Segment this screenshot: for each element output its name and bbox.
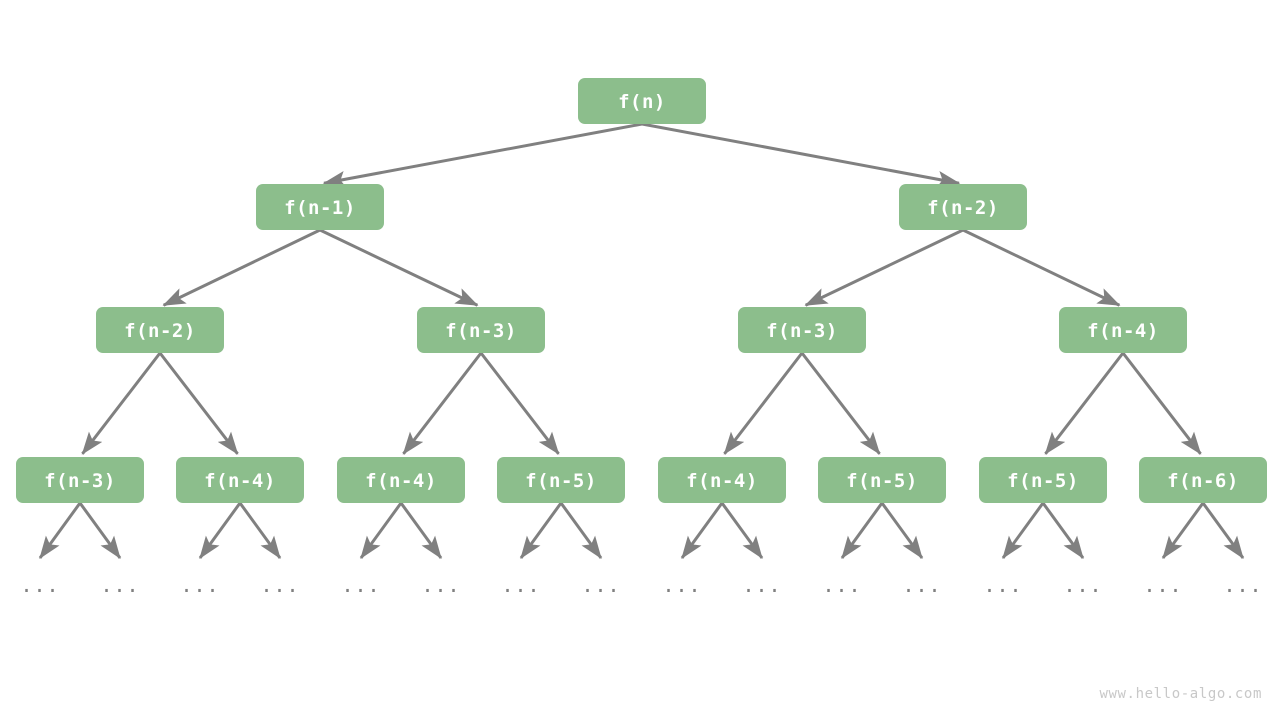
tree-edge — [162, 228, 321, 307]
leaf-edge — [198, 502, 242, 559]
ellipsis-marker: ... — [662, 573, 701, 597]
watermark: www.hello-algo.com — [1099, 686, 1262, 702]
tree-node[interactable]: f(n-4) — [176, 457, 304, 503]
ellipsis-marker: ... — [742, 573, 781, 597]
leaf-edge — [880, 502, 924, 559]
node-layer: f(n) f(n-1) f(n-2) f(n-2) f(n-3) f(n-3) f(n-4)… — [16, 78, 1267, 503]
node-label: f(n-3) — [445, 320, 517, 342]
node-label: f(n-5) — [1007, 470, 1079, 492]
node-label: f(n-2) — [124, 320, 196, 342]
node-box — [1059, 307, 1187, 353]
tree-edge — [962, 228, 1121, 307]
leaf-edge — [519, 502, 563, 559]
ellipsis-marker: ... — [501, 573, 540, 597]
node-box — [738, 307, 866, 353]
ellipsis-marker: ... — [902, 573, 941, 597]
ellipsis-marker: ... — [1063, 573, 1102, 597]
tree-edge — [81, 352, 162, 455]
tree-edge — [158, 352, 239, 455]
ellipsis-marker: ... — [341, 573, 380, 597]
node-label: f(n-4) — [204, 470, 276, 492]
leaf-edge — [1161, 502, 1205, 559]
ellipsis-marker: ... — [180, 573, 219, 597]
node-box — [658, 457, 786, 503]
tree-node[interactable]: f(n-5) — [818, 457, 946, 503]
tree-edge — [723, 352, 804, 455]
node-label: f(n-6) — [1167, 470, 1239, 492]
leaf-edge — [559, 502, 603, 559]
tree-edge — [322, 122, 643, 188]
ellipsis-marker: ... — [983, 573, 1022, 597]
node-box — [417, 307, 545, 353]
ellipsis-layer: ........................................… — [20, 573, 1262, 597]
node-label: f(n-5) — [846, 470, 918, 492]
ellipsis-marker: ... — [1223, 573, 1262, 597]
ellipsis-marker: ... — [260, 573, 299, 597]
tree-edge — [479, 352, 560, 455]
node-box — [979, 457, 1107, 503]
node-box — [16, 457, 144, 503]
leaf-edge — [1041, 502, 1085, 559]
node-box — [497, 457, 625, 503]
tree-edge — [800, 352, 881, 455]
tree-node[interactable]: f(n-4) — [1059, 307, 1187, 353]
node-box — [337, 457, 465, 503]
node-label: f(n-4) — [365, 470, 437, 492]
tree-node[interactable]: f(n-2) — [96, 307, 224, 353]
node-box — [818, 457, 946, 503]
tree-node[interactable]: f(n-4) — [658, 457, 786, 503]
node-box — [578, 78, 706, 124]
node-label: f(n-4) — [1087, 320, 1159, 342]
tree-edge — [804, 228, 964, 307]
ellipsis-marker: ... — [100, 573, 139, 597]
edge-layer — [81, 122, 1202, 455]
node-label: f(n-4) — [686, 470, 758, 492]
tree-edge — [1121, 352, 1202, 455]
tree-node[interactable]: f(n-5) — [979, 457, 1107, 503]
tree-node[interactable]: f(n-1) — [256, 184, 384, 230]
node-label: f(n) — [618, 91, 666, 113]
tree-node[interactable]: f(n-3) — [738, 307, 866, 353]
ellipsis-marker: ... — [822, 573, 861, 597]
node-label: f(n-2) — [927, 197, 999, 219]
node-label: f(n-3) — [44, 470, 116, 492]
tree-node[interactable]: f(n-4) — [337, 457, 465, 503]
tree-node[interactable]: f(n-6) — [1139, 457, 1267, 503]
tree-node[interactable]: f(n-5) — [497, 457, 625, 503]
tree-node[interactable]: f(n-3) — [16, 457, 144, 503]
tree-edge — [641, 122, 961, 188]
leaf-edge — [359, 502, 403, 559]
leaf-arrow-layer — [38, 502, 1245, 559]
node-box — [1139, 457, 1267, 503]
leaf-edge — [399, 502, 443, 559]
leaf-edge — [238, 502, 282, 559]
ellipsis-marker: ... — [581, 573, 620, 597]
ellipsis-marker: ... — [20, 573, 59, 597]
ellipsis-marker: ... — [1143, 573, 1182, 597]
tree-edge — [402, 352, 483, 455]
node-box — [176, 457, 304, 503]
leaf-edge — [1201, 502, 1245, 559]
tree-edge — [1044, 352, 1125, 455]
tree-node[interactable]: f(n) — [578, 78, 706, 124]
leaf-edge — [78, 502, 122, 559]
leaf-edge — [38, 502, 82, 559]
leaf-edge — [1001, 502, 1045, 559]
tree-node[interactable]: f(n-3) — [417, 307, 545, 353]
leaf-edge — [680, 502, 724, 559]
node-box — [96, 307, 224, 353]
node-label: f(n-3) — [766, 320, 838, 342]
tree-node[interactable]: f(n-2) — [899, 184, 1027, 230]
node-label: f(n-1) — [284, 197, 356, 219]
leaf-edge — [720, 502, 764, 559]
node-box — [256, 184, 384, 230]
leaf-edge — [840, 502, 884, 559]
ellipsis-marker: ... — [421, 573, 460, 597]
node-label: f(n-5) — [525, 470, 597, 492]
tree-edge — [319, 228, 479, 307]
node-box — [899, 184, 1027, 230]
